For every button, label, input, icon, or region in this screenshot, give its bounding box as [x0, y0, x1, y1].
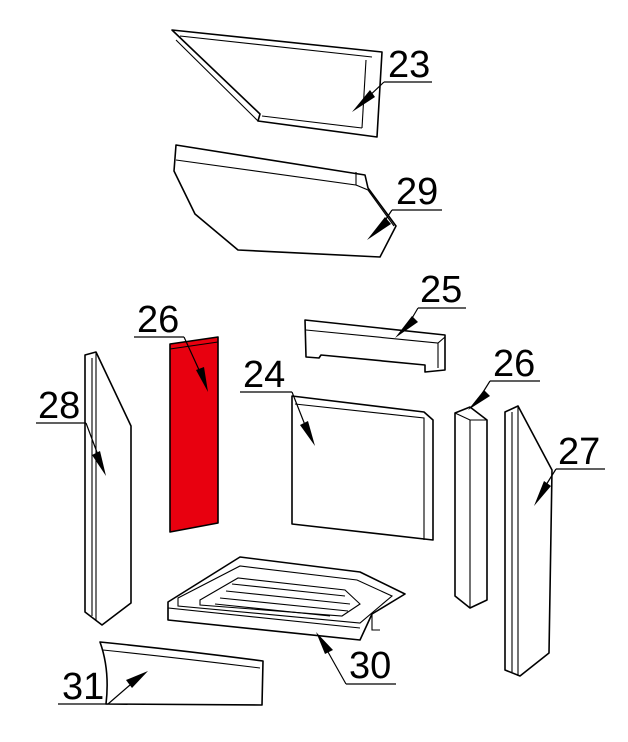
callout-26-highlighted: 26 — [134, 299, 208, 392]
callout-27: 27 — [534, 431, 605, 506]
part-23-baffle — [171, 29, 383, 138]
label-31: 31 — [62, 666, 104, 708]
part-27-right-brick — [504, 405, 553, 677]
label-23: 23 — [388, 44, 430, 86]
callout-28: 28 — [36, 385, 106, 476]
part-26-highlighted-brick — [169, 336, 219, 533]
callout-25: 25 — [395, 269, 466, 338]
label-28: 28 — [38, 385, 80, 427]
label-30: 30 — [349, 645, 391, 687]
callout-29: 29 — [367, 171, 442, 240]
part-30-grate-tray — [167, 556, 406, 641]
part-24-rear-brick — [291, 395, 434, 541]
callout-30: 30 — [316, 632, 396, 687]
label-25: 25 — [420, 269, 462, 311]
callout-26-side: 26 — [468, 343, 540, 410]
label-26-highlighted: 26 — [137, 299, 179, 341]
label-26-side: 26 — [493, 343, 535, 385]
part-26-side-brick — [454, 406, 488, 609]
callout-31: 31 — [58, 666, 148, 708]
callout-24: 24 — [240, 354, 315, 446]
grate-bars — [214, 583, 351, 617]
part-29-brick — [173, 144, 397, 258]
label-29: 29 — [396, 171, 438, 213]
part-31-front-brick — [99, 641, 264, 706]
callout-23: 23 — [352, 44, 432, 112]
part-28-left-brick — [84, 351, 132, 626]
label-24: 24 — [243, 354, 285, 396]
part-25-bar — [304, 319, 446, 373]
label-27: 27 — [558, 431, 600, 473]
